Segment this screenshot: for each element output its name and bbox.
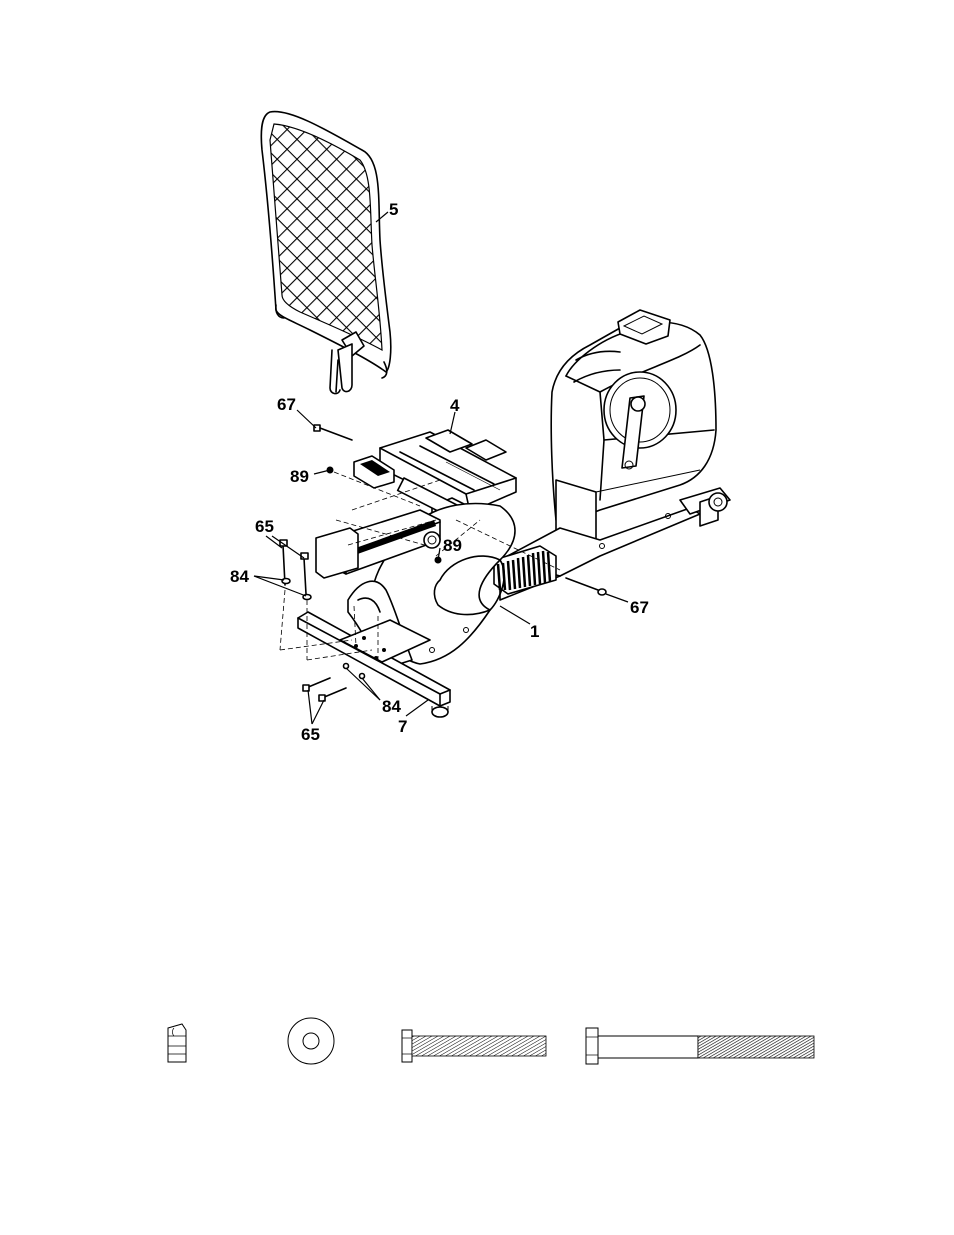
callout-5: 5 [389, 200, 398, 219]
callout-4: 4 [450, 396, 460, 415]
washer-icon [288, 1018, 334, 1064]
lock-nut-icon [168, 1024, 186, 1062]
bolt-67-left [314, 425, 352, 440]
callout-67-left: 67 [277, 395, 296, 414]
callout-89-upper: 89 [290, 467, 309, 486]
callout-89-lower: 89 [443, 536, 462, 555]
bolt-67-right [566, 578, 606, 595]
long-bolt-icon [586, 1028, 814, 1064]
bolt-65-upper [280, 540, 308, 594]
callout-84-lower: 84 [382, 697, 401, 716]
callout-67-right: 67 [630, 598, 649, 617]
callout-65-upper: 65 [255, 517, 274, 536]
callout-7: 7 [398, 717, 407, 736]
callout-65-lower: 65 [301, 725, 320, 744]
callout-84-left: 84 [230, 567, 249, 586]
short-bolt-icon [402, 1030, 546, 1062]
callout-1: 1 [530, 622, 539, 641]
seat-back [261, 112, 391, 394]
hardware-key [168, 1018, 814, 1064]
